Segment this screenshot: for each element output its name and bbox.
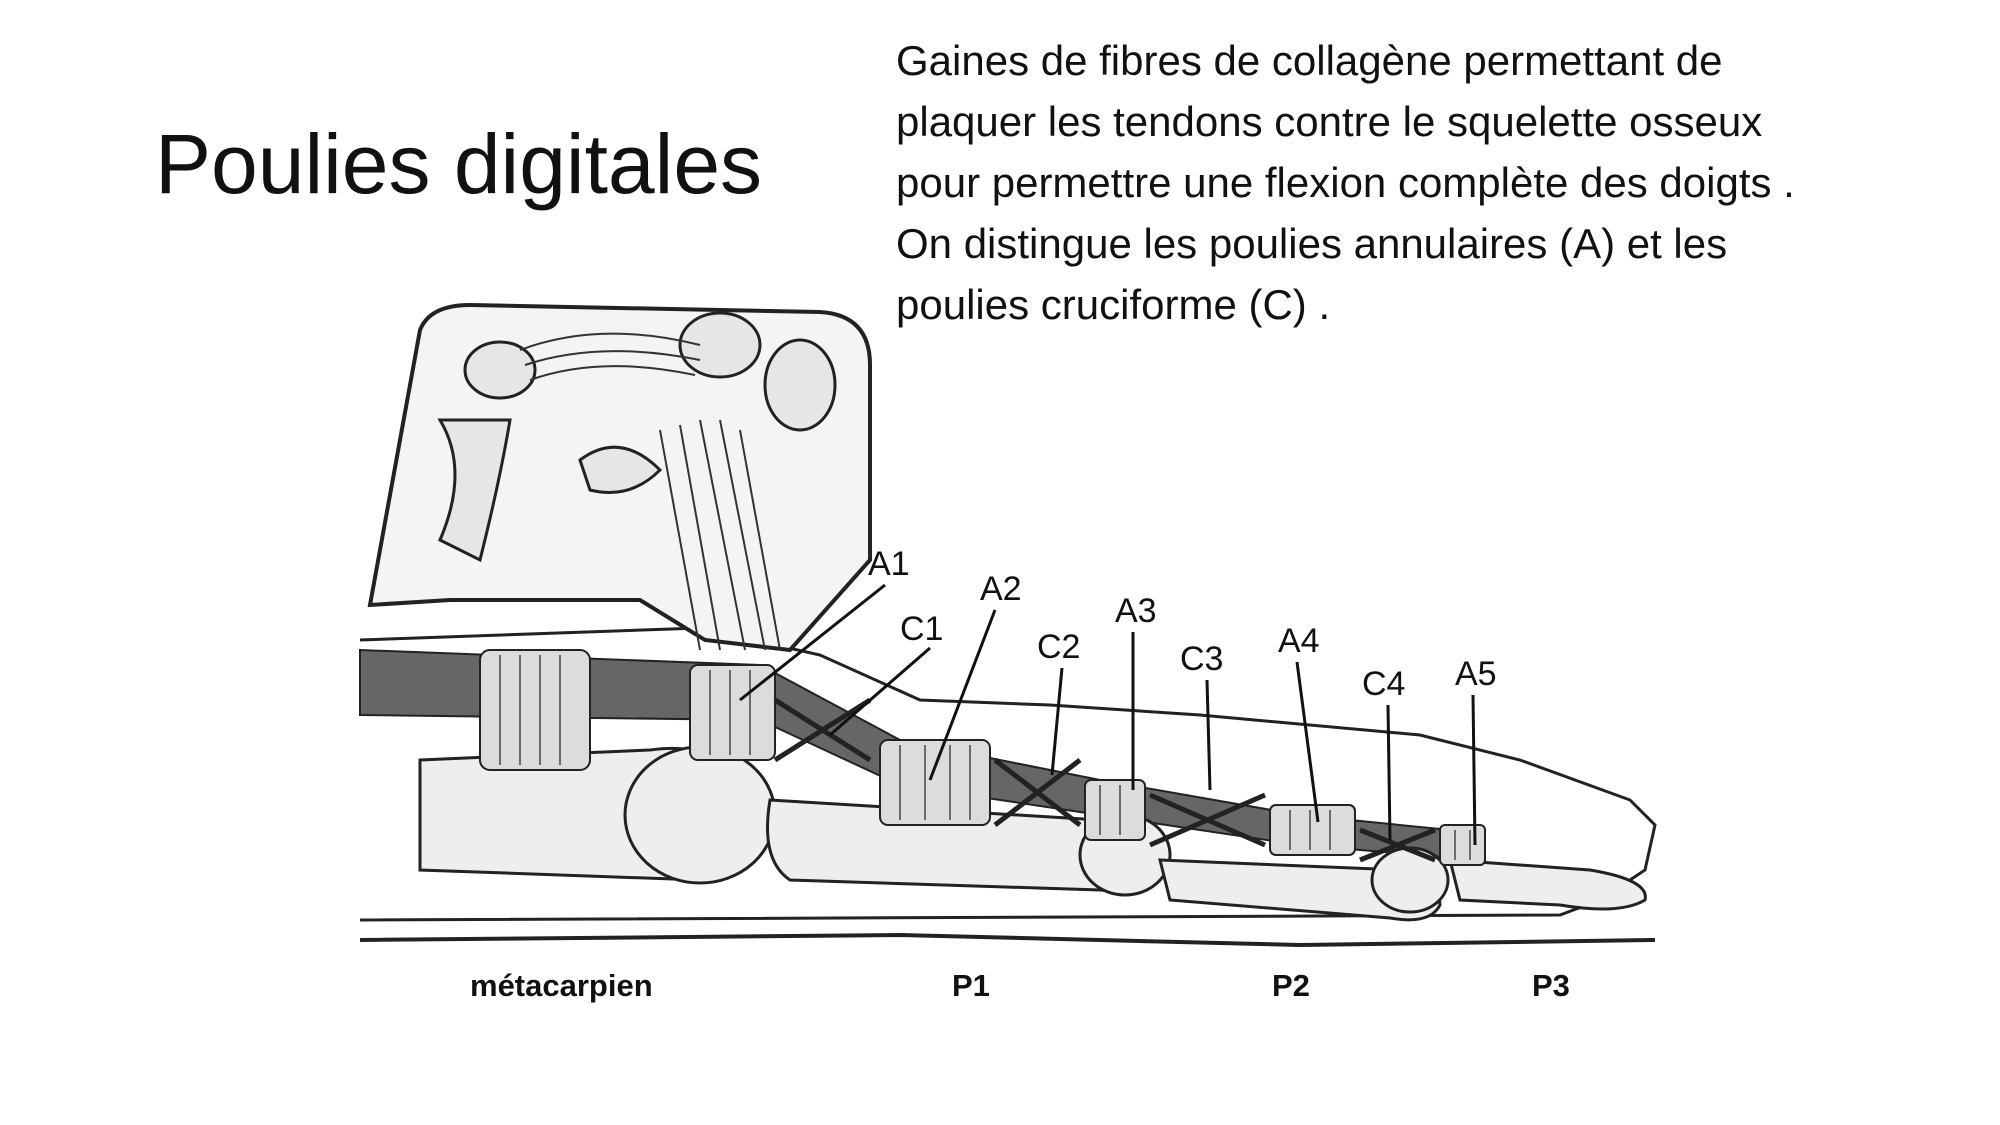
pulley-c2: [993, 758, 1082, 827]
label-a3: A3: [1115, 592, 1157, 630]
pulley-c4: [1359, 827, 1436, 863]
pulley-a3: [1084, 779, 1146, 841]
label-a1: A1: [868, 545, 910, 583]
bone-label-p2: P2: [1272, 968, 1310, 1003]
label-c3: C3: [1180, 640, 1223, 678]
distal-phalanx-p3: [1448, 858, 1647, 911]
cruciform-pulleys: [773, 697, 1436, 863]
pulley-a4: [1269, 804, 1356, 856]
metacarpal-head: [623, 745, 777, 885]
label-a2: A2: [980, 570, 1022, 608]
slide-title: Poulies digitales: [155, 117, 763, 211]
description-line: On distingue les poulies annulaires (A) …: [896, 220, 1728, 267]
description-line: Gaines de fibres de collagène permettant…: [896, 37, 1723, 84]
pulley-c3: [1149, 792, 1266, 848]
description-line: pour permettre une flexion complète des …: [896, 159, 1795, 206]
label-c4: C4: [1362, 665, 1405, 703]
leader-lines: [739, 583, 1477, 846]
flexed-bones: [437, 311, 837, 563]
pulley-a2: [879, 739, 991, 826]
label-a5: A5: [1455, 655, 1497, 693]
pulley-a1: [689, 664, 776, 761]
skin-bottom-line: [359, 932, 1656, 948]
bone-label-metacarpal: métacarpien: [470, 968, 653, 1003]
bones: [418, 745, 1647, 922]
description-line: poulies cruciforme (C) .: [896, 281, 1331, 328]
flexed-pulley-fibers: [519, 332, 781, 651]
pulley-a5: [1439, 824, 1486, 866]
label-c1: C1: [900, 610, 943, 648]
annular-fiber-lines: [499, 655, 1471, 860]
bone-label-p3: P3: [1532, 968, 1570, 1003]
annular-pulleys: [479, 649, 1486, 866]
description-line: plaquer les tendons contre le squelette …: [896, 98, 1763, 145]
label-c2: C2: [1037, 628, 1080, 666]
description-text: Gaines de fibres de collagène permettant…: [896, 30, 1976, 335]
label-a4: A4: [1278, 622, 1320, 660]
bone-label-p1: P1: [952, 968, 990, 1003]
pulley-c1: [773, 697, 872, 763]
pulley-a0: [479, 649, 591, 771]
